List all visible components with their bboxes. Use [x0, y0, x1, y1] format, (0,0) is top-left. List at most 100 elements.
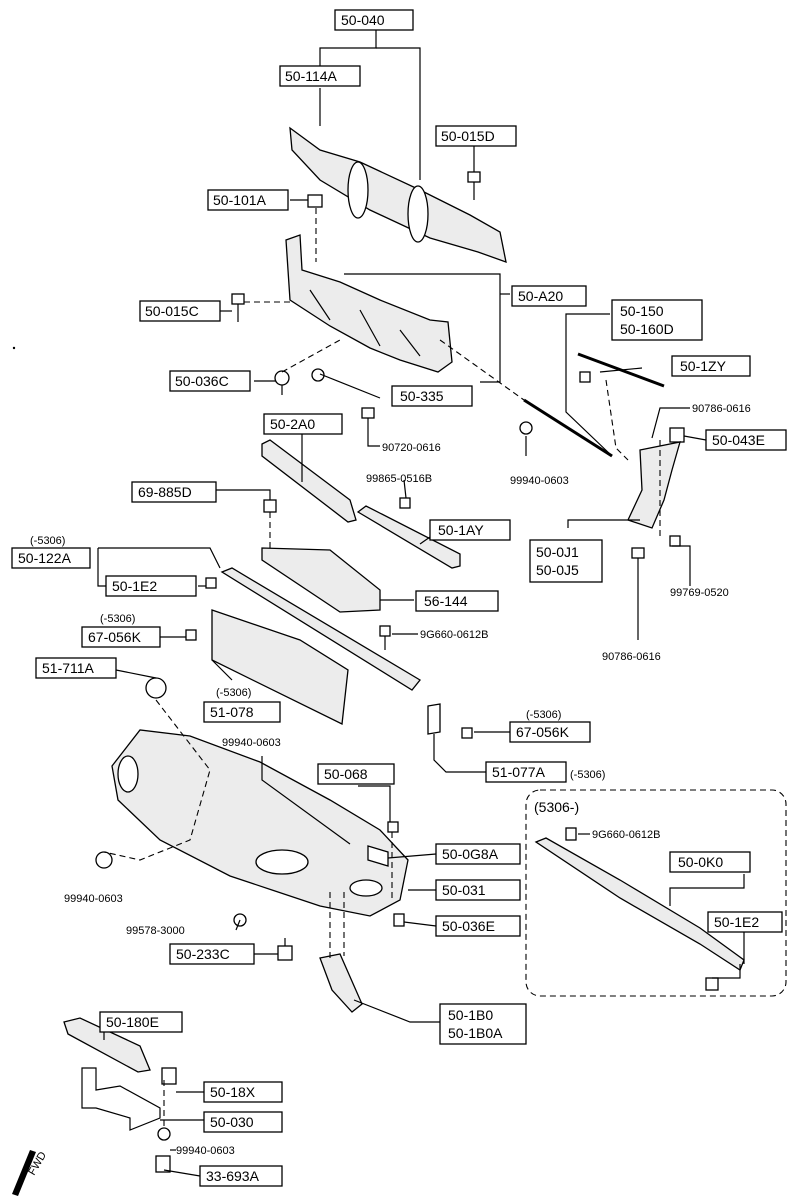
label-50-1E2-right: 50-1E2	[707, 911, 783, 933]
bolt-067a	[185, 629, 197, 641]
bracket-180e	[63, 1017, 151, 1073]
label-text: 50-18X	[210, 1084, 256, 1100]
nut-99940d	[157, 1127, 171, 1141]
label-50-040: 50-040	[334, 9, 414, 31]
label-50-A20: 50-A20	[511, 285, 587, 307]
clip-043e	[669, 427, 685, 443]
label-text: 50-A20	[518, 288, 563, 304]
label-33-693A: 33-693A	[199, 1165, 283, 1187]
label-51-711A: 51-711A	[35, 657, 117, 679]
label-text: 50-015D	[441, 128, 495, 144]
label-text: 50-015C	[145, 303, 199, 319]
label-69-885D: 69-885D	[131, 481, 217, 503]
label-50-1E2-left: 50-1E2	[105, 575, 197, 597]
label-51-078: 51-078	[203, 701, 281, 723]
bolt-99769	[669, 535, 681, 547]
label-text: 69-885D	[138, 484, 192, 500]
label-text: 50-031	[442, 882, 486, 898]
label-text: 50-122A	[18, 550, 72, 566]
forward-arrow-icon: FWD	[12, 1150, 49, 1196]
label-99940-0603-right: 99940-0603	[510, 475, 569, 487]
reinforcement-122a	[220, 567, 421, 691]
label-text: 50-0J5	[536, 562, 579, 578]
bolt-233c	[277, 938, 293, 961]
label-50-015C: 50-015C	[139, 300, 221, 322]
clip-69885d	[263, 499, 277, 513]
nut-99940a	[519, 421, 533, 435]
bracket-51-077a	[427, 703, 441, 735]
bracket-0j1	[627, 441, 681, 529]
label-text: 50-1AY	[438, 522, 484, 538]
label-text: 50-068	[324, 766, 368, 782]
label-67-056K-left: 67-056K	[81, 626, 161, 648]
label-text: 51-078	[210, 704, 254, 720]
label-text: 50-0G8A	[442, 846, 499, 862]
label-99578-3000: 99578-3000	[126, 925, 185, 937]
label-50-18X: 50-18X	[203, 1081, 283, 1103]
label-50-043E: 50-043E	[705, 429, 787, 451]
label-text: 50-1B0A	[448, 1025, 503, 1041]
label-99940-0603-left: 99940-0603	[64, 893, 123, 905]
label-90720-0616: 90720-0616	[382, 442, 441, 454]
label-text: 50-1ZY	[680, 358, 727, 374]
label-text: 33-693A	[206, 1168, 260, 1184]
label-50-114A: 50-114A	[279, 65, 361, 87]
label-99940-0603-mid: 99940-0603	[222, 737, 281, 749]
speck	[12, 346, 16, 350]
bolt-1e2a	[205, 577, 217, 589]
label-99769-0520: 99769-0520	[670, 587, 729, 599]
nut-036c	[274, 370, 290, 395]
label-text: 50-101A	[213, 192, 267, 208]
label-50-0G8A: 50-0G8A	[435, 843, 521, 865]
label-50-068: 50-068	[317, 763, 395, 785]
label-text: 50-036E	[442, 918, 495, 934]
label-text: 50-0J1	[536, 544, 579, 560]
label-50-031: 50-031	[435, 879, 521, 901]
clip-101a	[307, 194, 323, 208]
label-text: 50-2A0	[270, 416, 315, 432]
label-text: 50-030	[210, 1114, 254, 1130]
label-5306-a: (-5306)	[30, 535, 65, 547]
label-50-180E: 50-180E	[99, 1011, 183, 1033]
label-text: 56-144	[424, 593, 468, 609]
plate-51-078	[211, 609, 349, 725]
label-text: 50-043E	[712, 432, 765, 448]
label-67-056K-right: 67-056K	[509, 721, 591, 743]
label-text: 67-056K	[516, 724, 570, 740]
label-50-0K0: 50-0K0	[669, 851, 751, 873]
label-50-030: 50-030	[203, 1111, 283, 1133]
plate-56-144	[261, 547, 381, 613]
bolt-1e2b	[705, 977, 719, 991]
label-50-1AY: 50-1AY	[429, 519, 511, 541]
label-text: 50-160D	[620, 321, 674, 337]
label-text: 50-150	[620, 303, 664, 319]
ball-51-711a	[145, 677, 167, 699]
bracket-030	[81, 1067, 161, 1131]
label-text: 50-1E2	[714, 914, 759, 930]
bolt-9g660b	[565, 827, 577, 841]
label-50-015D: 50-015D	[435, 125, 517, 147]
label-50-036C: 50-036C	[169, 370, 251, 392]
label-90786-0616-upper: 90786-0616	[692, 403, 751, 415]
leader-lines	[97, 26, 745, 1177]
label-50-1B0: 50-1B0 50-1B0A	[439, 1003, 527, 1045]
label-text: 50-233C	[176, 946, 230, 962]
label-50-150: 50-150 50-160D	[611, 299, 703, 341]
label-text: 51-077A	[492, 764, 546, 780]
bumper-cover-50-031	[111, 729, 409, 917]
label-50-036E: 50-036E	[435, 915, 521, 937]
label-5306-c: (-5306)	[216, 687, 251, 699]
label-text: 50-040	[341, 12, 385, 28]
label-50-335: 50-335	[391, 385, 473, 407]
clip-18x	[161, 1067, 177, 1085]
label-50-101A: 50-101A	[207, 189, 289, 211]
label-9G660-0612B-upper: 9G660-0612B	[420, 629, 489, 641]
variant-frame	[525, 789, 787, 997]
bracket-a20	[285, 234, 453, 373]
label-90786-0616-lower: 90786-0616	[602, 651, 661, 663]
label-text: 50-1B0	[448, 1007, 493, 1023]
label-50-0J1: 50-0J1 50-0J5	[529, 539, 603, 583]
clip-0g8a	[367, 845, 389, 867]
